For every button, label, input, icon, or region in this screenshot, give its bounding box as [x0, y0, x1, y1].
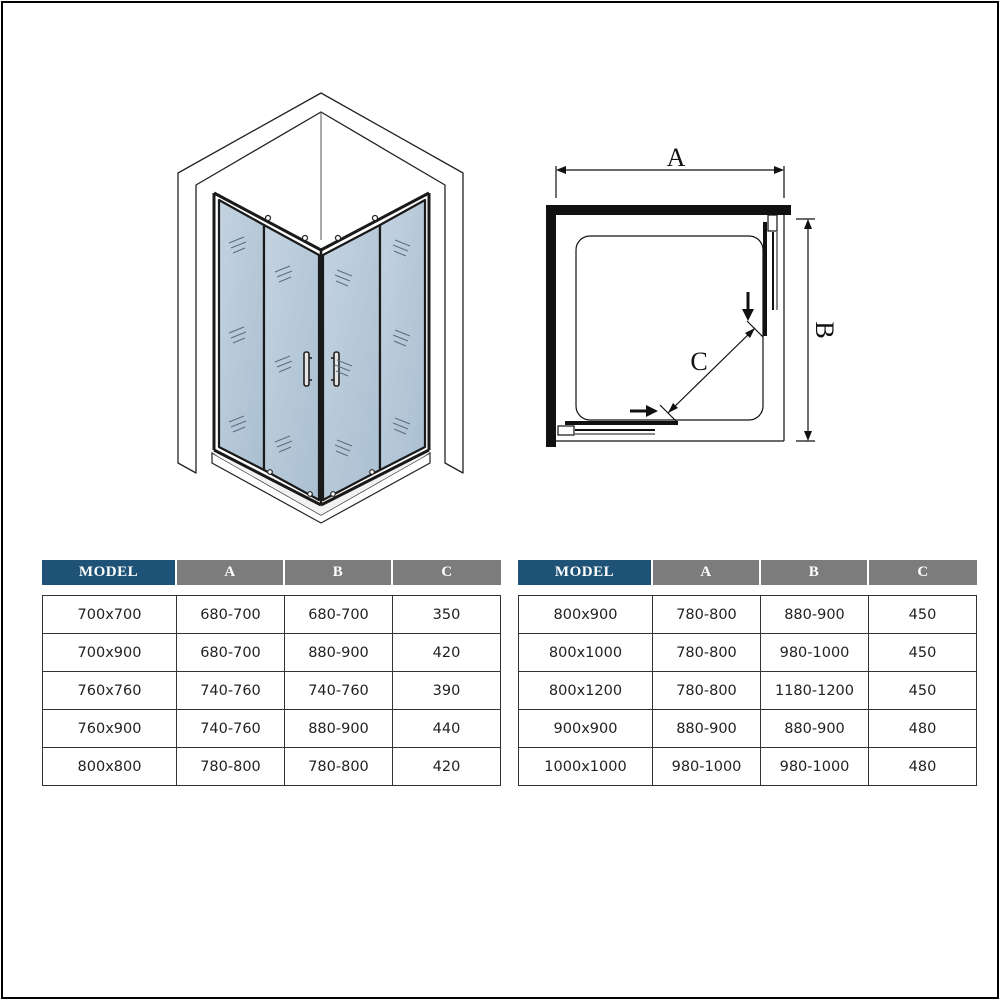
- dimension-b: [796, 218, 815, 442]
- cell-model: 760x900: [42, 710, 177, 748]
- header-b: B: [285, 560, 393, 585]
- cell-a: 880-900: [653, 710, 761, 748]
- cell-a: 980-1000: [653, 748, 761, 786]
- cell-c: 440: [393, 710, 501, 748]
- table-row: 700x900 680-700 880-900 420: [42, 634, 501, 672]
- cell-b: 880-900: [285, 634, 393, 672]
- header-c: C: [393, 560, 501, 585]
- cell-c: 350: [393, 595, 501, 634]
- cell-c: 420: [393, 748, 501, 786]
- table-row: 760x900 740-760 880-900 440: [42, 710, 501, 748]
- header-model: MODEL: [518, 560, 653, 585]
- plan-bottom-rails: [557, 421, 678, 436]
- dimension-c: [659, 320, 764, 422]
- cell-a: 780-800: [653, 672, 761, 710]
- cell-b: 780-800: [285, 748, 393, 786]
- table-row: 800x1000 780-800 980-1000 450: [518, 634, 977, 672]
- dimension-a: [555, 166, 785, 198]
- door-slide-arrows: [630, 292, 754, 417]
- cell-c: 420: [393, 634, 501, 672]
- cell-b: 740-760: [285, 672, 393, 710]
- plan-left-wall: [546, 205, 556, 447]
- cell-b: 1180-1200: [761, 672, 869, 710]
- header-a: A: [653, 560, 761, 585]
- right-glass-side: [319, 191, 431, 507]
- header-model: MODEL: [42, 560, 177, 585]
- cell-a: 740-760: [177, 710, 285, 748]
- dimension-a-label: A: [667, 143, 686, 172]
- cell-a: 780-800: [653, 634, 761, 672]
- glass-reflection-marks: [228, 236, 411, 457]
- cell-a: 780-800: [177, 748, 285, 786]
- enclosure-walls: [177, 92, 464, 474]
- cell-b: 880-900: [761, 710, 869, 748]
- cell-model: 700x900: [42, 634, 177, 672]
- table-row: 800x900 780-800 880-900 450: [518, 595, 977, 634]
- cell-c: 450: [869, 672, 977, 710]
- right-fixed-panel: [378, 198, 427, 472]
- cell-c: 390: [393, 672, 501, 710]
- shower-enclosure-illustration: [177, 92, 464, 524]
- cell-b: 680-700: [285, 595, 393, 634]
- header-a: A: [177, 560, 285, 585]
- spec-table-right: MODEL A B C 800x900 780-800 880-900 450 …: [518, 560, 977, 786]
- table-row: 800x1200 780-800 1180-1200 450: [518, 672, 977, 710]
- cell-model: 800x1200: [518, 672, 653, 710]
- header-c: C: [869, 560, 977, 585]
- spec-header-row: MODEL A B C: [518, 560, 977, 585]
- cell-a: 780-800: [653, 595, 761, 634]
- door-handles: [303, 351, 340, 387]
- shower-drawings: A B C: [177, 92, 839, 524]
- cell-b: 880-900: [285, 710, 393, 748]
- cell-c: 450: [869, 595, 977, 634]
- spec-table-left: MODEL A B C 700x700 680-700 680-700 350 …: [42, 560, 501, 786]
- cell-model: 760x760: [42, 672, 177, 710]
- cell-model: 900x900: [518, 710, 653, 748]
- left-glass-side: [212, 191, 322, 507]
- cell-model: 800x1000: [518, 634, 653, 672]
- dimension-b-label: B: [810, 321, 839, 338]
- table-row: 800x800 780-800 780-800 420: [42, 748, 501, 786]
- table-row: 700x700 680-700 680-700 350: [42, 595, 501, 634]
- plan-tray-inner: [575, 235, 764, 421]
- table-row: 1000x1000 980-1000 980-1000 480: [518, 748, 977, 786]
- cell-model: 800x800: [42, 748, 177, 786]
- cell-c: 480: [869, 710, 977, 748]
- cell-b: 980-1000: [761, 748, 869, 786]
- plan-view-diagram: A B C: [546, 143, 839, 447]
- cell-model: 1000x1000: [518, 748, 653, 786]
- plan-right-rails: [763, 214, 778, 336]
- door-rollers: [264, 214, 379, 497]
- spec-header-row: MODEL A B C: [42, 560, 501, 585]
- shower-tray: [211, 451, 431, 524]
- right-sliding-door: [321, 223, 382, 502]
- left-fixed-panel: [217, 198, 266, 472]
- cell-model: 700x700: [42, 595, 177, 634]
- dimension-c-label: C: [690, 347, 707, 376]
- cell-a: 680-700: [177, 634, 285, 672]
- cell-b: 980-1000: [761, 634, 869, 672]
- left-sliding-door: [262, 223, 321, 502]
- cell-c: 450: [869, 634, 977, 672]
- cell-model: 800x900: [518, 595, 653, 634]
- cell-c: 480: [869, 748, 977, 786]
- table-row: 760x760 740-760 740-760 390: [42, 672, 501, 710]
- table-row: 900x900 880-900 880-900 480: [518, 710, 977, 748]
- cell-a: 740-760: [177, 672, 285, 710]
- cell-b: 880-900: [761, 595, 869, 634]
- header-b: B: [761, 560, 869, 585]
- plan-back-wall: [546, 205, 791, 215]
- cell-a: 680-700: [177, 595, 285, 634]
